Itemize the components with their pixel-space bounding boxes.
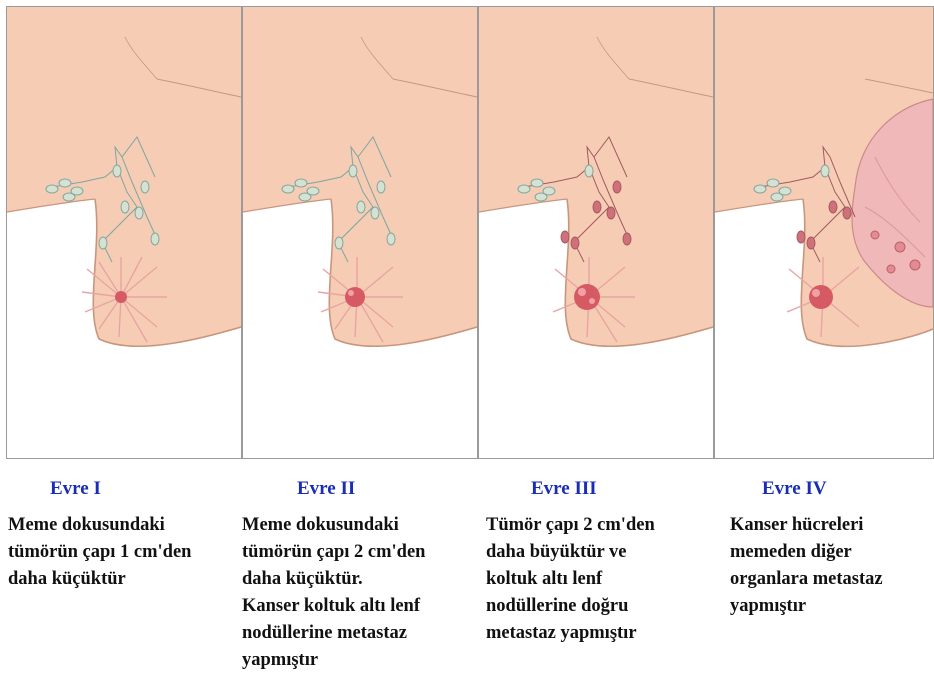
stage-4-title: Evre IV <box>762 478 827 500</box>
stage-3-title: Evre III <box>531 478 597 500</box>
stage-1-description: Meme dokusundaki tümörün çapı 1 cm'den d… <box>8 512 240 593</box>
stage-2-title: Evre II <box>297 478 355 500</box>
stage-1-title: Evre I <box>50 478 101 500</box>
stage-2-illustration <box>242 6 478 459</box>
stage-4-illustration <box>714 6 934 459</box>
stage-4-description: Kanser hücreleri memeden diğer organlara… <box>730 512 930 620</box>
stage-3-description: Tümör çapı 2 cm'den daha büyüktür ve kol… <box>486 512 712 647</box>
stage-2-description: Meme dokusundaki tümörün çapı 2 cm'den d… <box>242 512 474 674</box>
stage-1-illustration <box>6 6 242 459</box>
stage-3-illustration <box>478 6 714 459</box>
